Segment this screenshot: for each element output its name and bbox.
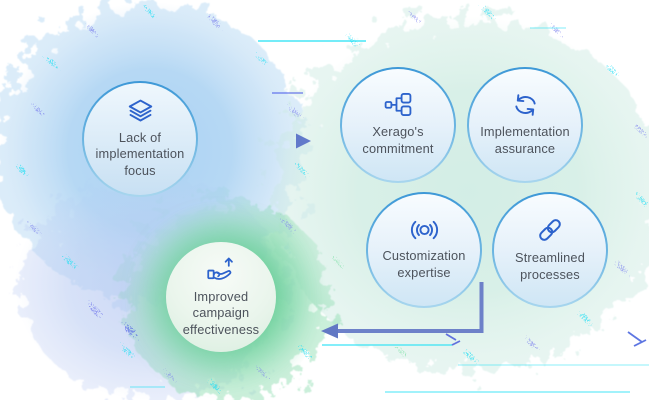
node-label: Lack of implementation focus	[95, 129, 185, 178]
chain-link-icon	[539, 219, 561, 241]
node-label: Xerago's commitment	[362, 124, 434, 156]
node-customization-expertise: Customization expertise	[366, 192, 482, 308]
node-body: Improved campaign effectiveness	[166, 242, 276, 352]
glitch-artifacts	[130, 27, 649, 393]
flow-arrow-right	[251, 133, 311, 149]
node-label: Streamlined processes	[515, 249, 585, 282]
hierarchy-icon	[384, 93, 411, 117]
node-improved-campaign-effectiveness: Improved campaign effectiveness	[166, 242, 276, 352]
node-xeragos-commitment: Xerago's commitment	[340, 67, 456, 183]
sync-arrows-icon	[514, 94, 536, 116]
node-lack-of-implementation-focus: Lack of implementation focus	[82, 81, 198, 197]
growth-hand-icon	[206, 257, 233, 280]
node-label: Implementation assurance	[480, 123, 570, 156]
node-body: Lack of implementation focus	[83, 82, 197, 196]
layers-icon	[128, 99, 152, 122]
node-streamlined-processes: Streamlined processes	[492, 192, 608, 308]
flow-arrow-elbow-left	[321, 282, 484, 339]
node-body: Implementation assurance	[468, 68, 582, 182]
broadcast-icon	[410, 220, 438, 239]
node-body: Xerago's commitment	[341, 68, 455, 182]
node-body: Streamlined processes	[493, 193, 607, 307]
node-implementation-assurance: Implementation assurance	[467, 67, 583, 183]
speckle-dots	[19, 9, 645, 389]
node-label: Improved campaign effectiveness	[182, 288, 260, 337]
node-body: Customization expertise	[367, 193, 481, 307]
node-label: Customization expertise	[382, 247, 466, 280]
